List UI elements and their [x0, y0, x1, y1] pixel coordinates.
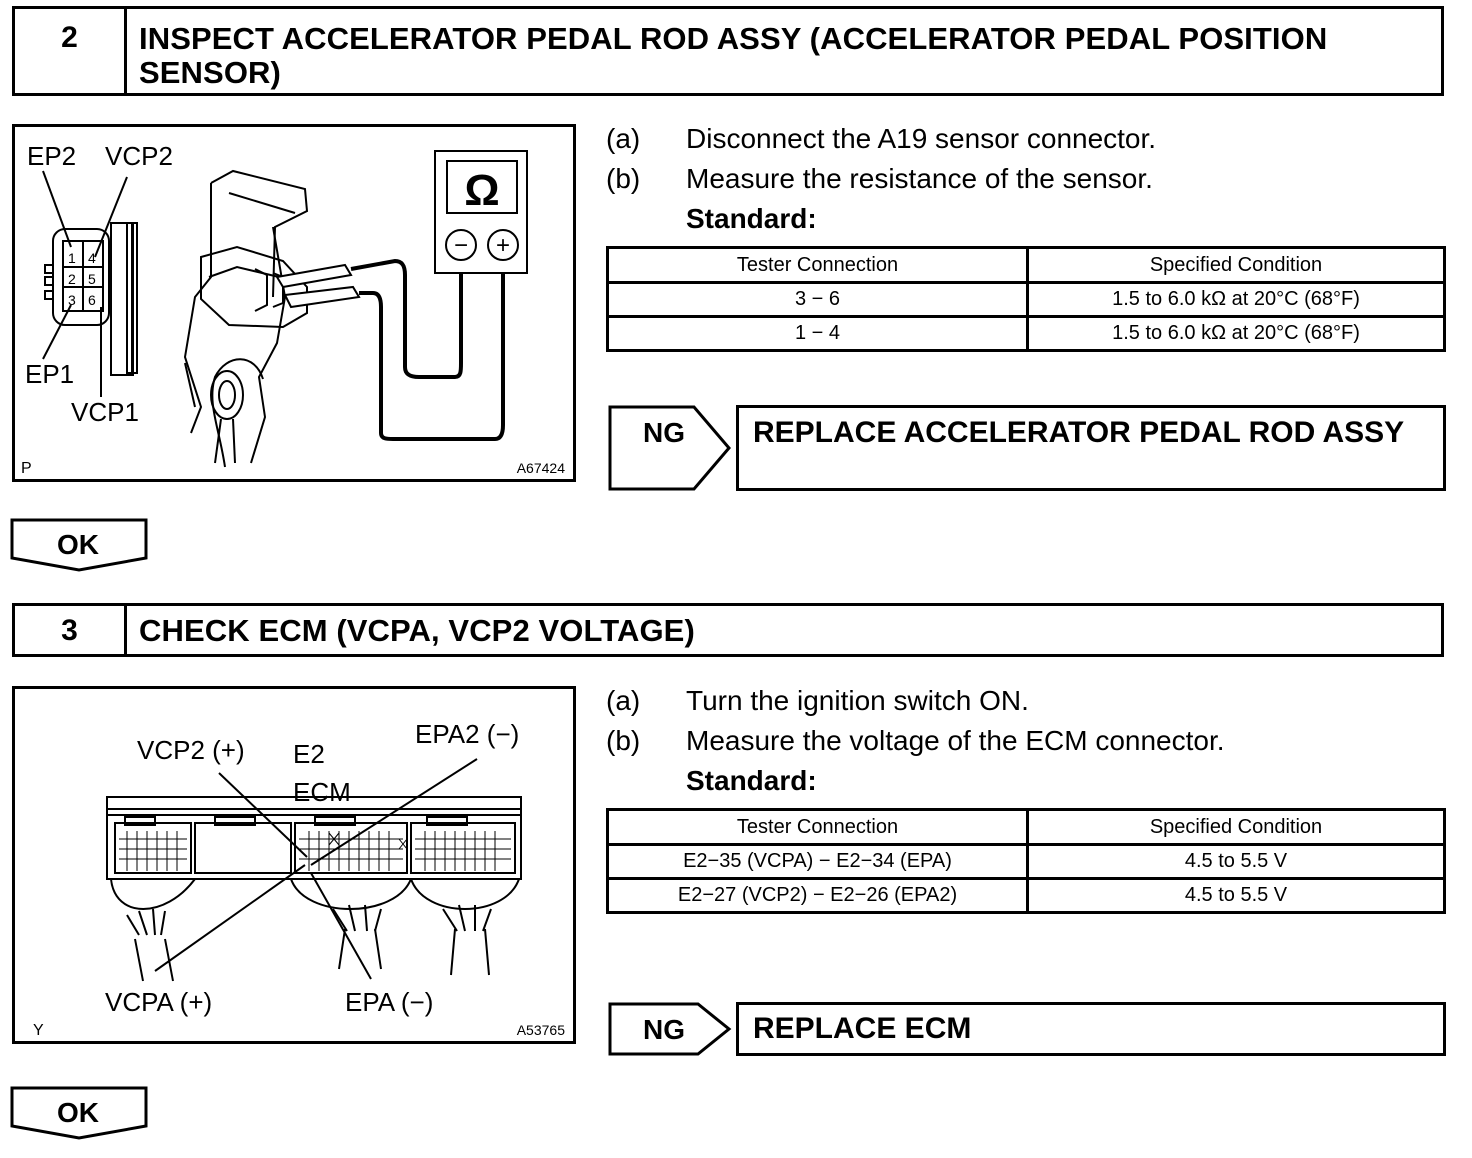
figure-corner-label: P [21, 460, 32, 477]
table-header: Tester Connection [606, 246, 1029, 284]
table-row: 1 − 4 1.5 to 6.0 kΩ at 20°C (68°F) [606, 315, 1446, 352]
instruction-b: (b) Measure the voltage of the ECM conne… [606, 721, 1225, 761]
ecm-label: ECM [293, 777, 351, 807]
vcpa-callout-label: VCPA (+) [105, 987, 212, 1017]
step-3-number: 3 [15, 606, 127, 654]
pin-6-label: 6 [88, 292, 96, 308]
ep1-label: EP1 [25, 359, 74, 389]
instruction-a: (a) Disconnect the A19 sensor connector. [606, 119, 1156, 159]
step-2-ng-arrow[interactable]: NG [608, 405, 732, 491]
step-3-ng-arrow[interactable]: NG [608, 1002, 732, 1056]
table-header-row: Tester Connection Specified Condition [606, 808, 1446, 846]
vcp2-label: VCP2 [105, 141, 173, 171]
pin-2-label: 2 [68, 271, 76, 287]
step-2-number: 2 [15, 9, 127, 93]
instruction-text: Measure the voltage of the ECM connector… [686, 725, 1225, 756]
meter-plus-terminal-icon: + [496, 232, 510, 259]
standard-label: Standard: [686, 203, 817, 234]
step-2-title-line2: SENSOR) [139, 55, 281, 90]
step-2-instructions: (a) Disconnect the A19 sensor connector.… [606, 119, 1156, 239]
ng-action-text: REPLACE ECM [753, 1012, 972, 1045]
figure-code: A67424 [517, 460, 565, 476]
step-3-instructions: (a) Turn the ignition switch ON. (b) Mea… [606, 681, 1225, 801]
table-row: E2−35 (VCPA) − E2−34 (EPA) 4.5 to 5.5 V [606, 843, 1446, 880]
step-2-header: 2 INSPECT ACCELERATOR PEDAL ROD ASSY (AC… [12, 6, 1444, 96]
instruction-text: Turn the ignition switch ON. [686, 685, 1029, 716]
step-3-spec-table: Tester Connection Specified Condition E2… [606, 808, 1446, 914]
table-row: 3 − 6 1.5 to 6.0 kΩ at 20°C (68°F) [606, 281, 1446, 318]
ecm-connector-diagram: VCP2 (+) E2 ECM EPA2 (−) VCPA (+) EPA (−… [12, 686, 576, 1044]
epa2-callout-label: EPA2 (−) [415, 719, 519, 749]
table-header: Specified Condition [1026, 246, 1446, 284]
tester-probes [275, 263, 361, 309]
step-2-ng-action: REPLACE ACCELERATOR PEDAL ROD ASSY [736, 405, 1446, 491]
pedal-assembly-sketch [183, 169, 309, 468]
instruction-a: (a) Turn the ignition switch ON. [606, 681, 1225, 721]
step-2-title: INSPECT ACCELERATOR PEDAL ROD ASSY (ACCE… [127, 9, 1441, 93]
table-row: E2−27 (VCP2) − E2−26 (EPA2) 4.5 to 5.5 V [606, 877, 1446, 914]
sensor-wiring-diagram: 1 4 2 5 3 6 EP2 VCP2 EP1 VCP1 [12, 124, 576, 482]
table-cell: 4.5 to 5.5 V [1026, 843, 1446, 880]
instruction-text: Disconnect the A19 sensor connector. [686, 123, 1157, 154]
e2-connector-label: E2 [293, 739, 325, 769]
table-cell: 1 − 4 [606, 315, 1029, 352]
instruction-text: Measure the resistance of the sensor. [686, 163, 1153, 194]
sensor-connector [44, 222, 138, 376]
meter-minus-terminal-icon: − [454, 232, 468, 259]
ecm-pin-grid [119, 831, 511, 871]
table-cell: 1.5 to 6.0 kΩ at 20°C (68°F) [1026, 281, 1446, 318]
ohmmeter [434, 150, 528, 274]
instruction-marker: (b) [606, 163, 641, 194]
standard-label: Standard: [686, 765, 817, 796]
ecm-callout-lines [154, 758, 478, 980]
table-cell: E2−27 (VCP2) − E2−26 (EPA2) [606, 877, 1029, 914]
pin-5-label: 5 [88, 271, 96, 287]
table-header: Tester Connection [606, 808, 1029, 846]
instruction-b: (b) Measure the resistance of the sensor… [606, 159, 1156, 199]
epa-callout-label: EPA (−) [345, 987, 433, 1017]
connector-callout-lines [42, 170, 128, 397]
tester-leads [350, 251, 505, 441]
ok-label: OK [57, 529, 99, 560]
step-3-header: 3 CHECK ECM (VCPA, VCP2 VOLTAGE) [12, 603, 1444, 657]
table-cell: 4.5 to 5.5 V [1026, 877, 1446, 914]
step-3-ng-action: REPLACE ECM [736, 1002, 1446, 1056]
table-cell: E2−35 (VCPA) − E2−34 (EPA) [606, 843, 1029, 880]
pin-4-label: 4 [88, 250, 96, 266]
table-header-row: Tester Connection Specified Condition [606, 246, 1446, 284]
ecm-diagram-svg: VCP2 (+) E2 ECM EPA2 (−) VCPA (+) EPA (−… [33, 719, 565, 1039]
step-2-title-line1: INSPECT ACCELERATOR PEDAL ROD ASSY (ACCE… [139, 21, 1328, 56]
figure-corner-label: Y [33, 1022, 44, 1039]
step-2-ok-tag[interactable]: OK [10, 518, 152, 572]
table-header: Specified Condition [1026, 808, 1446, 846]
ohm-symbol-icon: Ω [464, 166, 499, 215]
step-3-title: CHECK ECM (VCPA, VCP2 VOLTAGE) [127, 606, 1441, 654]
pin-3-label: 3 [68, 292, 76, 308]
instruction-marker: (a) [606, 123, 641, 154]
vcp1-label: VCP1 [71, 397, 139, 427]
instruction-marker: (b) [606, 725, 641, 756]
instruction-marker: (a) [606, 685, 641, 716]
step-3-ok-tag[interactable]: OK [10, 1086, 152, 1140]
step-3-title-line1: CHECK ECM (VCPA, VCP2 VOLTAGE) [139, 613, 695, 648]
table-cell: 3 − 6 [606, 281, 1029, 318]
ng-label: NG [643, 417, 685, 448]
figure-code: A53765 [517, 1022, 565, 1038]
ecm-connector-body [106, 796, 522, 880]
ng-action-text: REPLACE ACCELERATOR PEDAL ROD ASSY [753, 416, 1405, 449]
ng-label: NG [643, 1014, 685, 1045]
ep2-label: EP2 [27, 141, 76, 171]
wire-harness [110, 878, 520, 982]
vcp2-callout-label: VCP2 (+) [137, 735, 245, 765]
table-cell: 1.5 to 6.0 kΩ at 20°C (68°F) [1026, 315, 1446, 352]
ok-label: OK [57, 1097, 99, 1128]
pin-1-label: 1 [68, 250, 76, 266]
step-2-spec-table: Tester Connection Specified Condition 3 … [606, 246, 1446, 352]
sensor-diagram-svg: 1 4 2 5 3 6 EP2 VCP2 EP1 VCP1 [21, 141, 565, 477]
